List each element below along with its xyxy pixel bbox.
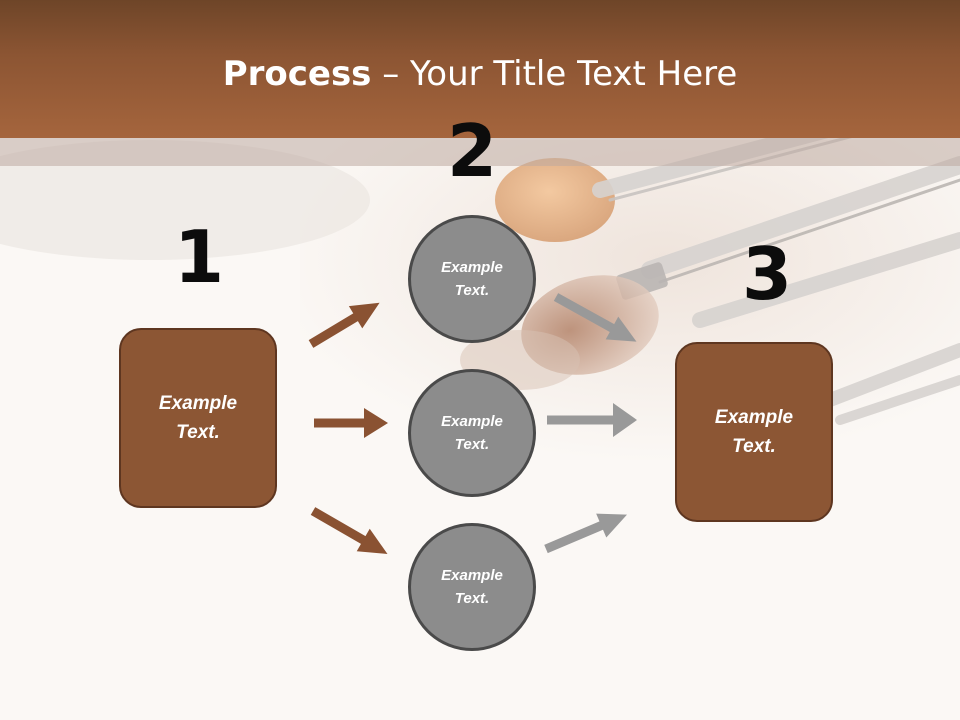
- step-number-3[interactable]: 3: [741, 232, 793, 316]
- slide-title[interactable]: Process – Your Title Text Here: [0, 52, 960, 96]
- circle-middle-line1: Example: [441, 413, 503, 430]
- step-number-1[interactable]: 1: [173, 215, 225, 299]
- title-band: [0, 138, 960, 166]
- title-bold: Process: [222, 54, 372, 94]
- title-bar: [0, 0, 960, 138]
- circle-bottom-line2: Text.: [454, 590, 490, 607]
- arrow-left-to-top[interactable]: [304, 292, 386, 355]
- step-number-2[interactable]: 2: [446, 109, 498, 193]
- arrow-top-to-right[interactable]: [550, 286, 643, 353]
- step-1-line1: Example: [158, 393, 238, 414]
- step-3-line1: Example: [714, 407, 794, 428]
- arrow-bottom-to-right[interactable]: [541, 503, 632, 561]
- arrow-left-to-bottom[interactable]: [307, 500, 394, 566]
- circle-middle-line2: Text.: [454, 436, 490, 453]
- step-3-line2: Text.: [732, 436, 776, 457]
- step-1-line2: Text.: [176, 422, 220, 443]
- arrow-middle-to-right[interactable]: [547, 403, 637, 437]
- step-3-box[interactable]: Example Text.: [675, 342, 833, 522]
- step-2-circle-top[interactable]: Example Text.: [408, 215, 536, 343]
- title-rest: – Your Title Text Here: [371, 54, 738, 94]
- circle-bottom-line1: Example: [441, 567, 503, 584]
- circle-top-line2: Text.: [454, 282, 490, 299]
- arrow-left-to-middle[interactable]: [314, 408, 388, 438]
- step-2-circle-middle[interactable]: Example Text.: [408, 369, 536, 497]
- step-1-box[interactable]: Example Text.: [119, 328, 277, 508]
- step-2-circle-bottom[interactable]: Example Text.: [408, 523, 536, 651]
- circle-top-line1: Example: [441, 259, 503, 276]
